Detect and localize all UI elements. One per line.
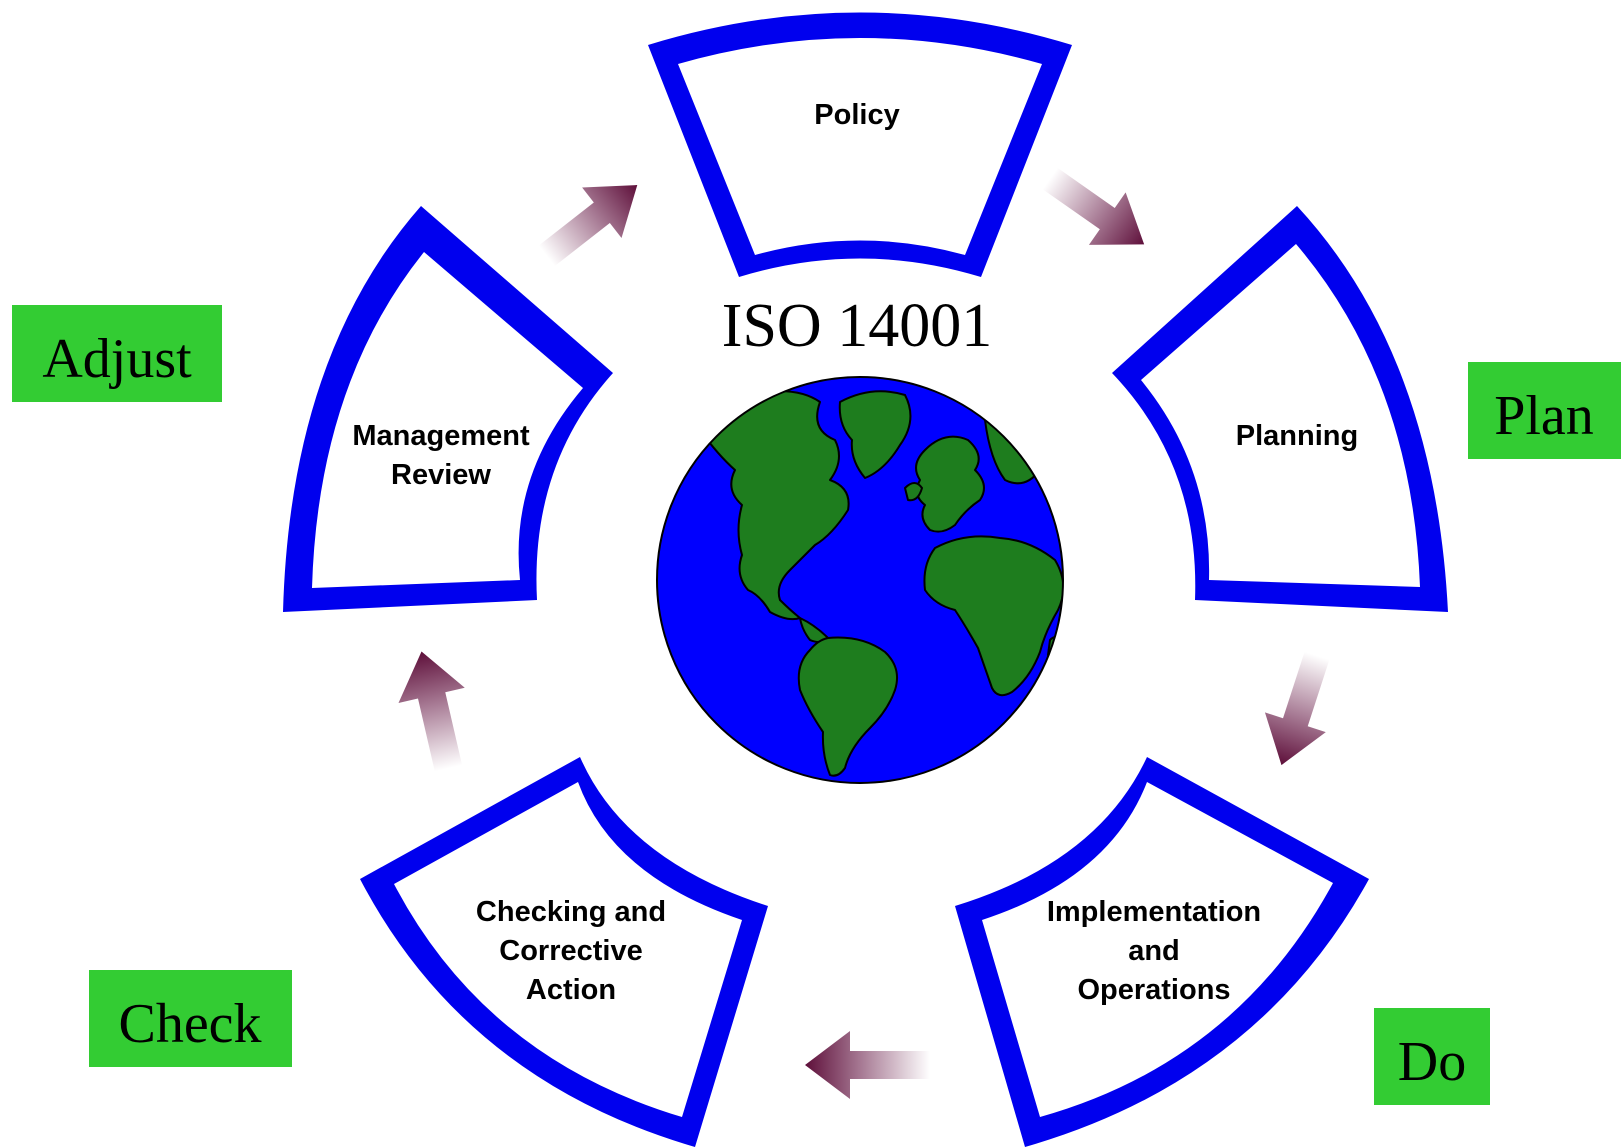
phase-box-adjust: Adjust (12, 305, 222, 402)
segment-review (283, 206, 613, 612)
segment-label-policy: Policy (814, 99, 899, 131)
phase-label-check: Check (118, 993, 261, 1055)
phase-label-adjust: Adjust (42, 328, 192, 390)
cycle-arrow-icon (805, 1031, 930, 1099)
phase-box-plan: Plan (1468, 362, 1621, 459)
segment-label-implementation-line1: Implementation (1047, 896, 1261, 928)
cycle-arrow-icon (1042, 167, 1145, 245)
segment-policy (648, 12, 1072, 277)
cycle-arrow-icon (1264, 651, 1330, 766)
cycle-arrow-icon (398, 651, 465, 772)
segment-label-review-line1: Management (352, 420, 530, 452)
globe-icon (656, 376, 1064, 784)
segment-label-checking-line3: Action (526, 974, 616, 1006)
phase-box-check: Check (89, 970, 292, 1067)
segment-label-review-line2: Review (391, 459, 491, 491)
segment-implementation (955, 757, 1369, 1147)
phase-label-plan: Plan (1494, 385, 1594, 447)
segment-label-planning: Planning (1236, 420, 1358, 452)
phase-label-do: Do (1398, 1031, 1466, 1093)
segment-checking (360, 757, 768, 1147)
segment-planning (1112, 206, 1448, 612)
cycle-arrow-icon (538, 185, 638, 267)
diagram-title: ISO 14001 (722, 292, 992, 360)
segment-label-implementation-line3: Operations (1077, 974, 1230, 1006)
segment-label-checking-line1: Checking and (476, 896, 666, 928)
phase-box-do: Do (1374, 1008, 1490, 1105)
segment-label-checking-line2: Corrective (499, 935, 642, 967)
segment-label-implementation-line2: and (1128, 935, 1180, 967)
